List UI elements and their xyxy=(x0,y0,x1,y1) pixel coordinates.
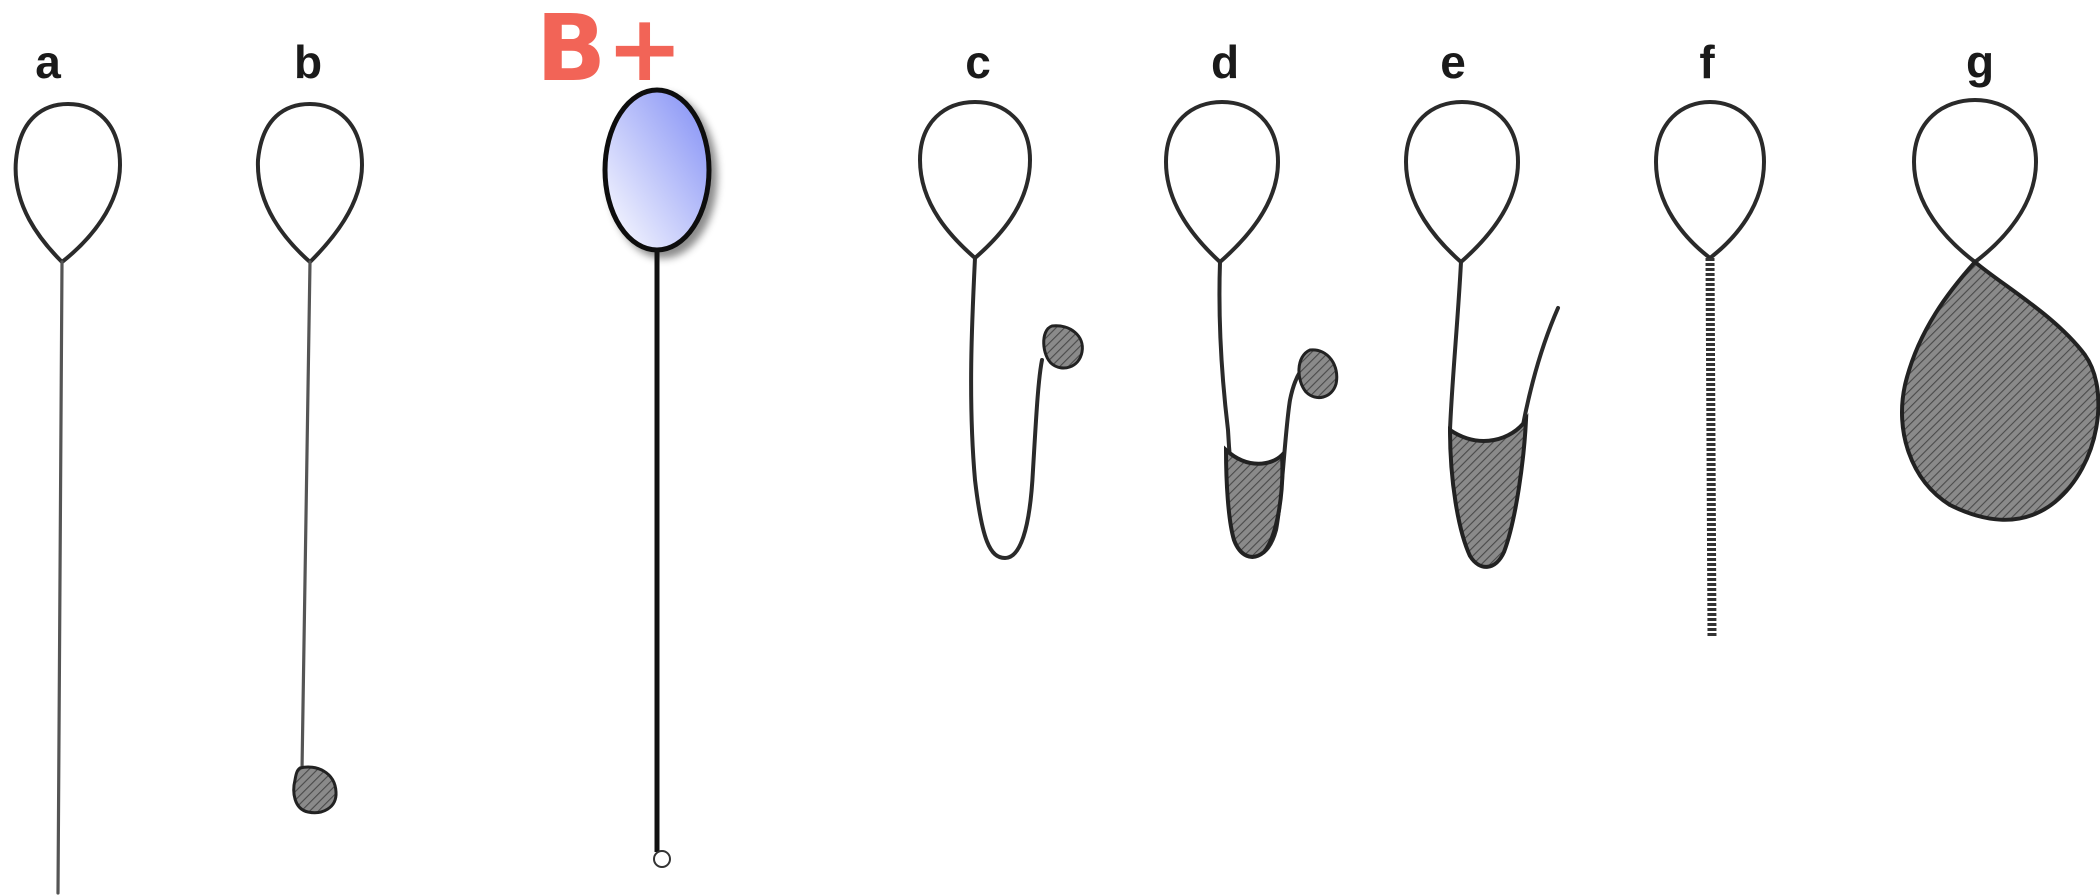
sperm-g-head xyxy=(1912,98,2038,264)
sperm-e-shaded-portion xyxy=(1447,413,1529,569)
label-a: a xyxy=(35,36,61,88)
sperm-a-head xyxy=(13,102,122,264)
label-c: c xyxy=(965,36,991,88)
label-b: b xyxy=(294,36,322,88)
sperm-d-shaded-bend xyxy=(1223,445,1285,559)
sperm-highlight xyxy=(602,87,712,868)
sperm-d-droplet xyxy=(1297,348,1339,400)
sperm-f-tail xyxy=(1705,257,1717,639)
sperm-b-head xyxy=(255,102,364,264)
sperm-d xyxy=(1164,100,1339,559)
sperm-g xyxy=(1900,98,2100,522)
sperm-e-head xyxy=(1404,100,1520,264)
sperm-b-droplet xyxy=(292,765,338,815)
grade-mark: B+ xyxy=(536,0,683,102)
label-g: g xyxy=(1966,36,1994,88)
sperm-g-large-droplet xyxy=(1900,259,2100,522)
sperm-c-head xyxy=(918,100,1032,260)
sperm-a xyxy=(13,102,122,895)
sperm-highlight-head xyxy=(602,87,712,253)
sperm-c xyxy=(918,100,1084,560)
sperm-b xyxy=(255,102,364,815)
sperm-e xyxy=(1404,100,1560,569)
label-e: e xyxy=(1440,36,1466,88)
sperm-d-head xyxy=(1164,100,1280,264)
sperm-b-tail xyxy=(300,260,312,772)
sperm-c-droplet xyxy=(1042,324,1084,370)
sperm-c-tail xyxy=(969,256,1044,560)
sperm-f-head xyxy=(1654,100,1766,260)
sperm-highlight-end-dot xyxy=(653,850,671,868)
sperm-f xyxy=(1654,100,1766,639)
sperm-a-tail xyxy=(56,260,64,895)
label-f: f xyxy=(1699,36,1715,88)
label-d: d xyxy=(1211,36,1239,88)
